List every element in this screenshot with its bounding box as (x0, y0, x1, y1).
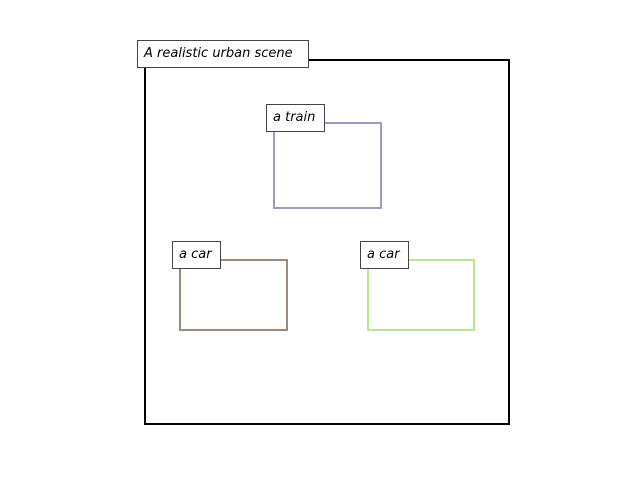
car-region-label-right: a car (360, 241, 409, 269)
scene-caption-label: A realistic urban scene (137, 40, 309, 68)
scene-frame (144, 59, 510, 425)
car-region-box-right (367, 259, 475, 331)
train-region-label: a train (266, 104, 325, 132)
car-region-box-left (179, 259, 288, 331)
train-region-box (273, 122, 382, 209)
car-region-label-left: a car (172, 241, 221, 269)
